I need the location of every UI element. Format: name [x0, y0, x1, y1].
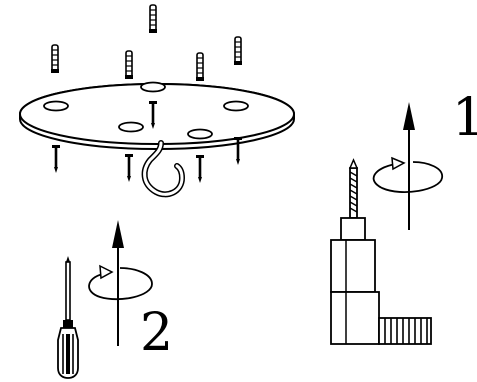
- rotate-counterclockwise-arrow: [372, 156, 443, 193]
- step-2-group: 2: [57, 220, 173, 379]
- wall-anchor: [233, 36, 243, 66]
- direction-arrow-up: [403, 102, 415, 230]
- step-number-2: 2: [140, 303, 173, 363]
- screw: [194, 153, 206, 185]
- screwdriver-icon: [57, 256, 79, 379]
- step-number-1: 1: [452, 88, 477, 148]
- direction-arrow-up: [112, 220, 124, 346]
- wall-anchor: [195, 52, 205, 82]
- drill-icon: [330, 158, 432, 345]
- mounting-plate: [19, 81, 295, 150]
- wall-anchor: [148, 4, 158, 34]
- wall-anchor: [124, 50, 134, 80]
- step-1-group: 1: [330, 88, 477, 345]
- mounting-plate-assembly: [19, 4, 295, 198]
- rotate-counterclockwise-arrow: [88, 264, 153, 301]
- screw: [123, 152, 135, 184]
- screw: [50, 143, 62, 175]
- wall-anchor: [50, 44, 60, 74]
